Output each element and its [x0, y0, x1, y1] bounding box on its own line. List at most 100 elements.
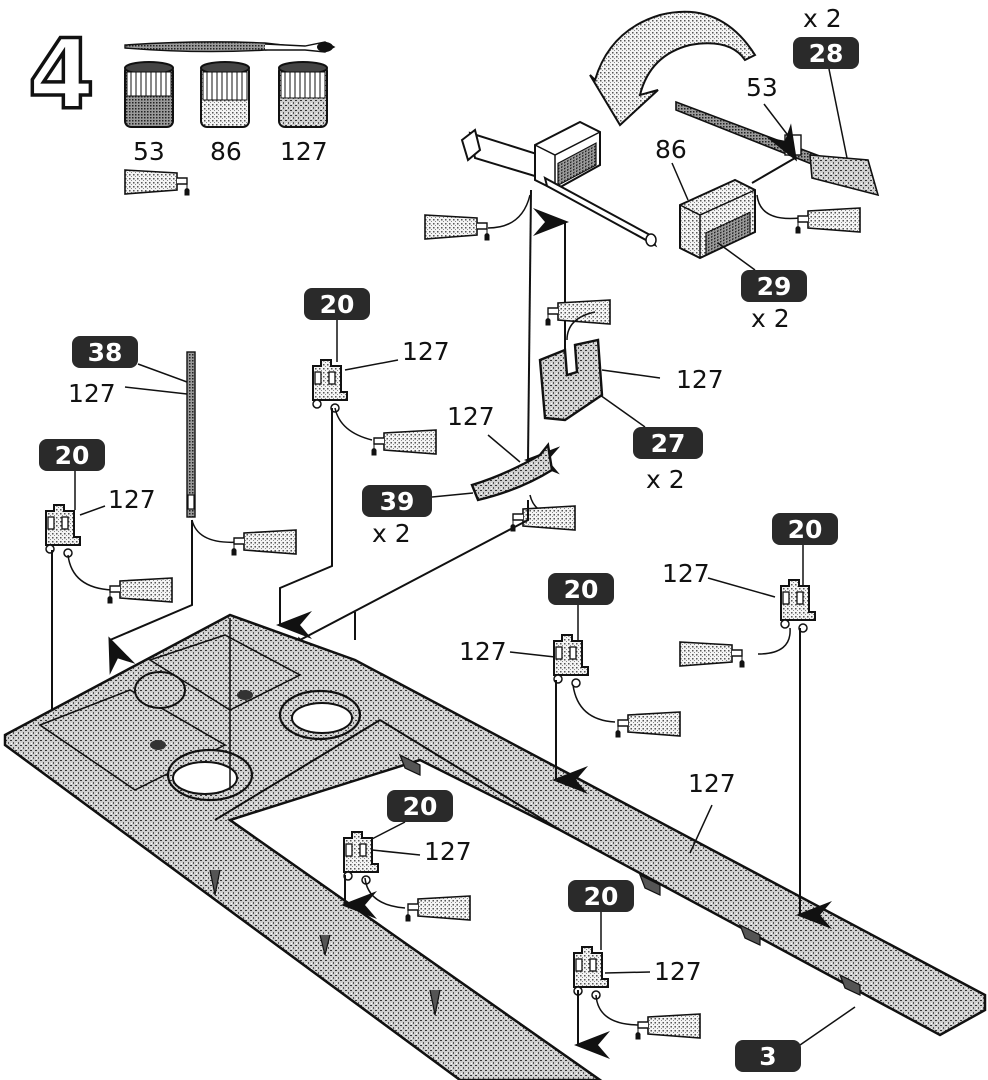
- glue-line: [67, 554, 113, 591]
- glue-tube-icon: [372, 430, 436, 455]
- leader-line: [671, 162, 689, 201]
- paint-brush-icon: [124, 41, 336, 53]
- glue-tube-icon: [679, 641, 745, 668]
- leader-line: [137, 363, 188, 383]
- assembly-arrow: [276, 408, 333, 639]
- paint-jar-53: [124, 61, 174, 128]
- glue-tube-icon: [545, 299, 611, 326]
- part-badge-29: 29: [741, 270, 807, 302]
- leader-line: [689, 804, 713, 854]
- assembly-arrow: [751, 123, 798, 184]
- glue-tube-icon: [796, 208, 860, 233]
- svg-text:20: 20: [55, 441, 90, 470]
- leader-line: [369, 821, 406, 841]
- part-badge-38: 38: [72, 336, 138, 368]
- glue-tube-icon: [124, 169, 190, 196]
- part-badge-20: 20: [548, 573, 614, 605]
- callout-127: 127: [402, 337, 450, 366]
- assembly-arrow: [298, 500, 529, 675]
- svg-text:20: 20: [403, 792, 438, 821]
- hull-top-plate-part-3: [3, 613, 987, 1080]
- callout-127: 127: [447, 402, 495, 431]
- leader-line: [828, 68, 848, 159]
- svg-text:20: 20: [564, 575, 599, 604]
- callout-127: 127: [654, 957, 702, 986]
- part-20-bracket: [573, 946, 609, 1000]
- svg-text:20: 20: [320, 290, 355, 319]
- glue-line: [191, 519, 241, 544]
- glue-tube-icon: [616, 712, 680, 737]
- glue-line: [572, 684, 616, 723]
- part-badge-20: 20: [304, 288, 370, 320]
- glue-tube-icon: [232, 530, 296, 555]
- part-28-qty: x 2: [803, 4, 842, 33]
- svg-text:28: 28: [809, 39, 844, 68]
- glue-tube-icon: [510, 505, 576, 532]
- part-badge-20: 20: [568, 880, 634, 912]
- glue-tube-icon: [636, 1014, 700, 1039]
- part-20-bracket: [45, 504, 81, 558]
- paint-jar-127: [278, 61, 328, 128]
- part-29-ammo-box: [679, 178, 756, 260]
- callout-127: 127: [688, 769, 736, 798]
- leader-line: [344, 359, 399, 371]
- part-badge-20: 20: [387, 790, 453, 822]
- leader-line: [431, 492, 474, 498]
- glue-tube-icon: [424, 214, 490, 241]
- part-badge-27: 27: [633, 427, 703, 459]
- glue-line: [487, 194, 531, 229]
- callout-127: 127: [424, 837, 472, 866]
- svg-text:29: 29: [757, 272, 792, 301]
- part-badge-3: 3: [735, 1040, 801, 1072]
- callout-127: 127: [108, 485, 156, 514]
- leader-line: [124, 386, 188, 395]
- leader-line: [799, 1006, 856, 1046]
- paint-code-127: 127: [280, 137, 328, 166]
- part-38-antenna: [186, 351, 196, 518]
- glue-line: [364, 877, 406, 909]
- callout-86: 86: [655, 135, 687, 164]
- part-27-qty: x 2: [646, 465, 685, 494]
- svg-text:27: 27: [651, 429, 686, 458]
- part-27-plate: [538, 338, 604, 422]
- leader-line: [763, 103, 791, 139]
- part-20-bracket: [780, 579, 816, 633]
- part-29-qty: x 2: [751, 304, 790, 333]
- svg-text:20: 20: [584, 882, 619, 911]
- leader-line: [717, 242, 756, 271]
- rotate-arrow-icon: [589, 10, 757, 127]
- glue-line: [334, 407, 373, 441]
- step-number: 4: [28, 19, 95, 131]
- part-badge-20: 20: [39, 439, 105, 471]
- part-39-qty: x 2: [372, 519, 411, 548]
- leader-line: [601, 369, 661, 379]
- part-20-bracket: [343, 831, 379, 885]
- svg-text:3: 3: [759, 1042, 776, 1071]
- paint-code-86: 86: [210, 137, 242, 166]
- leader-line: [707, 577, 776, 598]
- assembly-arrow: [524, 189, 561, 475]
- glue-line: [595, 994, 641, 1026]
- svg-text:39: 39: [380, 487, 415, 516]
- callout-127: 127: [676, 365, 724, 394]
- assembly-arrow: [108, 520, 193, 675]
- callout-127: 127: [459, 637, 507, 666]
- part-20-bracket: [312, 359, 348, 413]
- part-39-curved-piece: [470, 442, 554, 502]
- part-badge-39: 39: [362, 485, 432, 517]
- leader-line: [599, 394, 646, 428]
- leader-line: [509, 651, 556, 658]
- leader-line: [604, 971, 651, 974]
- callout-53: 53: [746, 73, 778, 102]
- part-badge-28: 28: [793, 37, 859, 69]
- paint-jar-86: [200, 61, 250, 128]
- leader-line: [79, 505, 106, 516]
- leader-line: [487, 434, 521, 463]
- glue-line: [756, 194, 801, 220]
- glue-tube-icon: [406, 896, 470, 921]
- callout-127: 127: [68, 379, 116, 408]
- paint-code-53: 53: [133, 137, 165, 166]
- glue-line: [566, 311, 596, 341]
- glue-tube-icon: [108, 578, 172, 603]
